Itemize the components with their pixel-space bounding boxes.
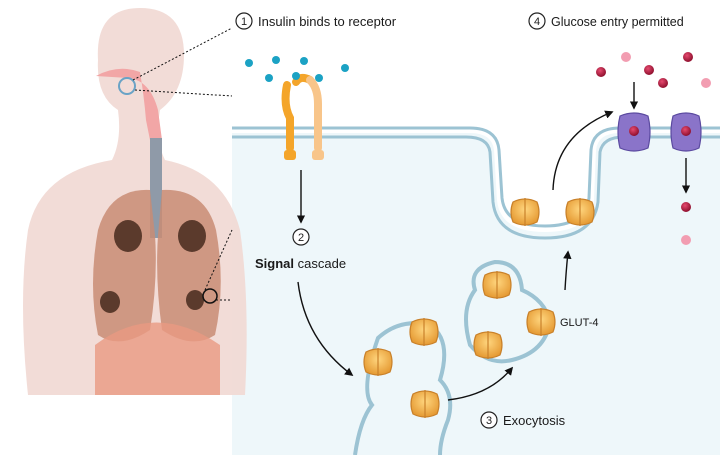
glucose-channel (670, 112, 702, 152)
step-number-badge (235, 12, 253, 30)
step-2: 2 Signal cascade (255, 228, 346, 271)
glut4-label: GLUT-4 (560, 317, 599, 329)
glut4-transporter (526, 308, 556, 336)
magnify-circle-nose (118, 77, 136, 95)
glucose-molecule (683, 52, 693, 62)
step-label: Signal cascade (255, 256, 346, 271)
arrow-cascade-to-vesicle (297, 281, 354, 377)
trachea (150, 138, 162, 238)
insulin-molecules (245, 56, 349, 82)
cell (232, 126, 720, 455)
arrow-middle-to-membrane (563, 250, 572, 291)
step-3: 3 Exocytosis (480, 411, 566, 429)
callout-line (134, 89, 233, 97)
callout-line (132, 27, 233, 81)
glucose-molecules (596, 52, 711, 245)
insulin-molecule (341, 64, 349, 72)
glucose-channel (617, 112, 651, 152)
plasma-membrane-inner (232, 135, 720, 240)
step-label: Glucose entry permitted (551, 15, 684, 29)
glucose-channels (617, 112, 702, 152)
glucose-molecule (681, 235, 691, 245)
insulin-molecule (265, 74, 273, 82)
callout-line (204, 229, 233, 291)
insulin-molecule (315, 74, 323, 82)
step-number-badge (528, 12, 546, 30)
step-4: 4 Glucose entry permitted (528, 12, 684, 30)
right-lung (157, 189, 221, 342)
step-number: 4 (534, 16, 540, 28)
insulin-molecule (272, 56, 280, 64)
step-label-bold: Signal (255, 256, 294, 271)
insulin-receptor (281, 73, 324, 160)
glucose-molecule (701, 78, 711, 88)
glut4-transporter (363, 348, 393, 376)
step-number-badge (480, 411, 498, 429)
step-1: 1 Insulin binds to receptor (235, 12, 397, 30)
glucose-molecule (596, 67, 606, 77)
glut4-transporter (510, 198, 540, 226)
process-arrows (296, 82, 691, 401)
glut4-transporters (363, 198, 595, 418)
step-label: Insulin binds to receptor (258, 14, 397, 29)
lung-lesion (100, 291, 120, 313)
glut4-transporter (409, 318, 439, 346)
diaphragm (95, 322, 220, 395)
lung-lesion (114, 220, 142, 252)
lung-lesion (186, 290, 204, 310)
glucose-molecule (621, 52, 631, 62)
magnify-circle-lung (202, 288, 218, 304)
vesicle-middle (464, 259, 553, 364)
step-number: 2 (298, 232, 304, 244)
step-number-badge (292, 228, 310, 246)
step-label-rest: cascade (294, 256, 346, 271)
human-torso-illustration (23, 8, 247, 395)
lung-lesion (178, 220, 206, 252)
glucose-molecule (644, 65, 654, 75)
glut4-transporter (473, 331, 503, 359)
nasal-airway (96, 68, 162, 140)
plasma-membrane-outer (232, 126, 720, 228)
glucose-molecule (681, 202, 691, 212)
insulin-molecule (300, 57, 308, 65)
step-number: 1 (241, 16, 247, 28)
cytoplasm (232, 133, 720, 455)
glut4-transporter (482, 271, 512, 299)
insulin-molecule (292, 72, 300, 80)
glucose-molecule (658, 78, 668, 88)
step-number: 3 (486, 415, 492, 427)
arrow-membrane-to-channel (552, 110, 614, 191)
insulin-molecule (245, 59, 253, 67)
step-label: Exocytosis (503, 413, 566, 428)
glut4-transporter (565, 198, 595, 226)
arrow-vesicle-to-middle (447, 366, 514, 401)
glut4-transporter (410, 390, 440, 418)
